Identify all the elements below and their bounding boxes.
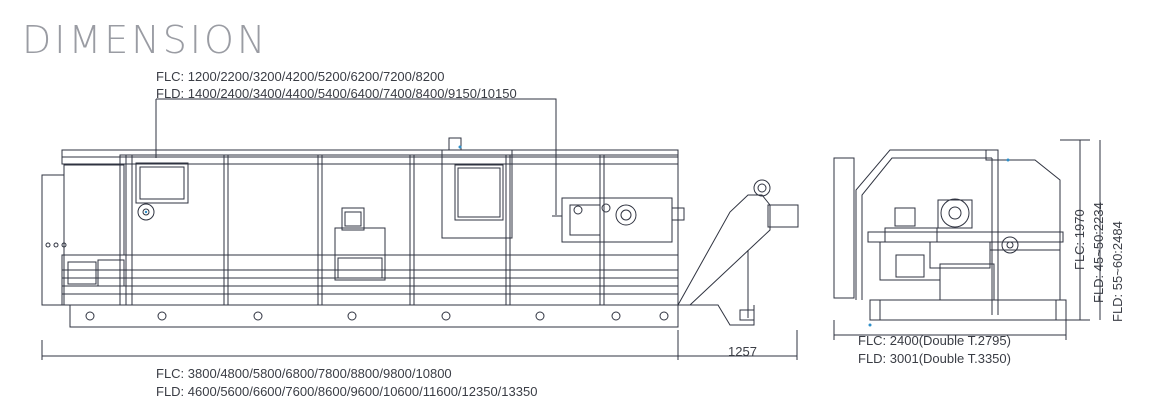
page-title: DIMENSION [22,18,269,62]
side-view-drawing [834,140,1100,340]
bottom-dim-fld: FLD: 4600/5600/6600/7600/8600/9600/10600… [156,384,538,399]
side-height-fld-b: FLD: 55~60:2484 [1110,221,1125,322]
side-width-fld: FLD: 3001(Double T.3350) [858,351,1011,366]
turret-circle [941,199,969,227]
carriage [335,228,385,280]
top-dim-flc: FLC: 1200/2200/3200/4200/5200/6200/7200/… [156,69,445,84]
chip-conveyor [678,195,770,305]
headstock-window [136,163,188,203]
side-height-flc: FLC: 1970 [1072,209,1087,270]
machine-base [70,305,678,327]
top-dim-fld: FLD: 1400/2400/3400/4400/5400/6400/7400/… [156,86,517,101]
side-guard-outline [856,150,1060,300]
center-door-window [442,150,512,238]
bottom-dim-flc: FLC: 3800/4800/5800/6800/7800/8800/9800/… [156,366,452,381]
side-cabinet [834,158,854,298]
left-cabinet [42,175,64,305]
side-width-flc: FLC: 2400(Double T.2795) [858,333,1011,348]
base-feet [86,312,668,320]
side-height-fld-a: FLD: 45~50:2234 [1091,202,1106,303]
side-base [870,300,1066,320]
top-dim-bracket [156,99,556,215]
conveyor-dim: 1257 [728,344,757,359]
